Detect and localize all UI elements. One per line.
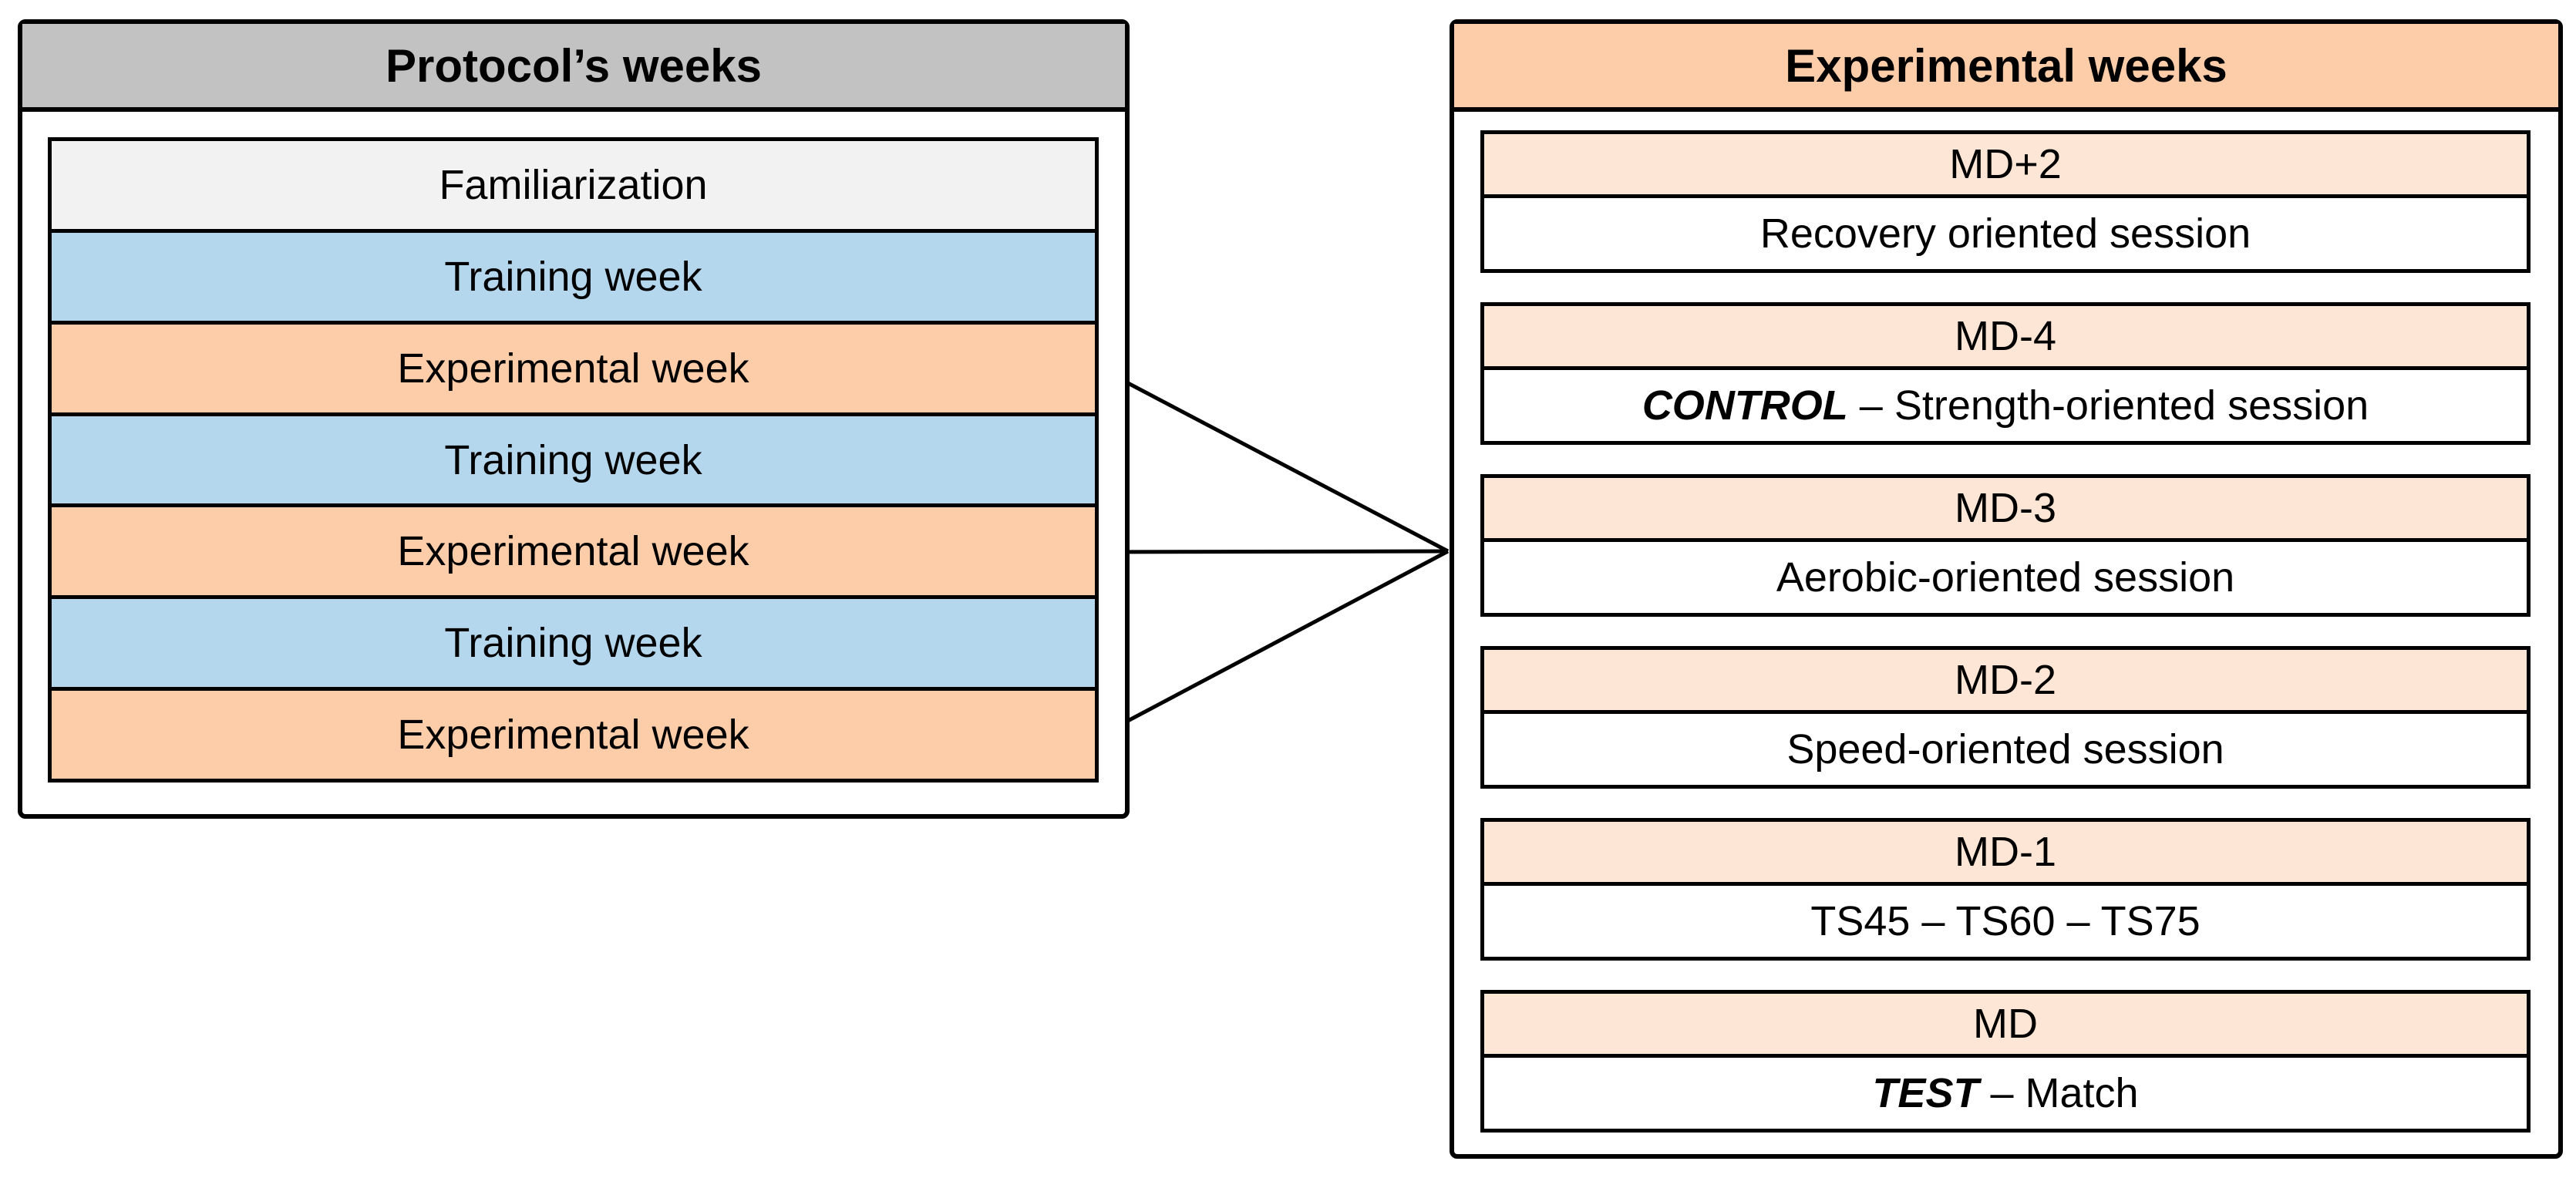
block-day-label: MD bbox=[1484, 994, 2527, 1058]
block-day-label: MD-4 bbox=[1484, 306, 2527, 370]
row-label: Experimental week bbox=[397, 345, 749, 392]
block-md-minus-1: MD-1 TS45 – TS60 – TS75 bbox=[1480, 818, 2531, 961]
session-text: – Strength-oriented session bbox=[1847, 382, 2369, 429]
block-session-label: Recovery oriented session bbox=[1484, 198, 2527, 269]
protocol-weeks-panel: Protocol’s weeks Familiarization Trainin… bbox=[18, 19, 1130, 819]
session-emphasis: CONTROL bbox=[1642, 382, 1848, 429]
session-text: TS45 – TS60 – TS75 bbox=[1810, 898, 2201, 944]
row-training-week-2: Training week bbox=[52, 416, 1095, 508]
block-day-label: MD-2 bbox=[1484, 650, 2527, 714]
block-day-label: MD-3 bbox=[1484, 478, 2527, 542]
block-md-minus-4: MD-4 CONTROL – Strength-oriented session bbox=[1480, 302, 2531, 445]
connector-exp2-line bbox=[1098, 549, 1449, 554]
day-label: MD bbox=[1973, 1001, 2038, 1047]
block-md-minus-2: MD-2 Speed-oriented session bbox=[1480, 646, 2531, 789]
row-training-week-1: Training week bbox=[52, 232, 1095, 325]
block-session-label: TEST – Match bbox=[1484, 1058, 2527, 1129]
session-text: Recovery oriented session bbox=[1759, 210, 2251, 257]
row-label: Experimental week bbox=[397, 528, 749, 575]
day-label: MD-1 bbox=[1955, 829, 2056, 875]
row-label: Experimental week bbox=[397, 712, 749, 759]
match-day-blocks: MD+2 Recovery oriented session MD-4 CONT… bbox=[1480, 130, 2531, 1133]
row-label: Training week bbox=[444, 436, 702, 483]
row-label: Familiarization bbox=[439, 161, 708, 208]
row-label: Training week bbox=[444, 620, 702, 667]
day-label: MD-2 bbox=[1955, 657, 2056, 703]
row-experimental-week-3: Experimental week bbox=[52, 691, 1095, 779]
block-session-label: CONTROL – Strength-oriented session bbox=[1484, 370, 2527, 441]
row-training-week-3: Training week bbox=[52, 599, 1095, 692]
day-label: MD-3 bbox=[1955, 485, 2056, 531]
block-md-plus-2: MD+2 Recovery oriented session bbox=[1480, 130, 2531, 273]
block-md-minus-3: MD-3 Aerobic-oriented session bbox=[1480, 474, 2531, 617]
block-session-label: Speed-oriented session bbox=[1484, 714, 2527, 785]
protocol-weeks-title: Protocol’s weeks bbox=[386, 39, 762, 92]
experimental-weeks-title: Experimental weeks bbox=[1785, 39, 2227, 92]
row-experimental-week-1: Experimental week bbox=[52, 324, 1095, 416]
session-text: – Match bbox=[1978, 1070, 2139, 1116]
row-experimental-week-2: Experimental week bbox=[52, 507, 1095, 600]
block-day-label: MD+2 bbox=[1484, 134, 2527, 198]
row-label: Training week bbox=[444, 253, 702, 300]
protocol-weeks-header: Protocol’s weeks bbox=[22, 24, 1125, 112]
block-session-label: TS45 – TS60 – TS75 bbox=[1484, 886, 2527, 957]
session-emphasis: TEST bbox=[1872, 1070, 1979, 1116]
block-day-label: MD-1 bbox=[1484, 822, 2527, 886]
connector-exp3-line bbox=[1097, 549, 1450, 739]
day-label: MD+2 bbox=[1949, 141, 2062, 187]
row-familiarization: Familiarization bbox=[52, 141, 1095, 233]
experimental-weeks-header: Experimental weeks bbox=[1454, 24, 2558, 112]
experimental-weeks-panel: Experimental weeks MD+2 Recovery oriente… bbox=[1450, 19, 2563, 1159]
block-session-label: Aerobic-oriented session bbox=[1484, 542, 2527, 613]
session-text: Aerobic-oriented session bbox=[1776, 554, 2235, 601]
session-text: Speed-oriented session bbox=[1786, 726, 2224, 772]
protocol-rows: Familiarization Training week Experiment… bbox=[48, 137, 1099, 783]
connector-exp1-line bbox=[1097, 365, 1450, 554]
block-md: MD TEST – Match bbox=[1480, 990, 2531, 1133]
day-label: MD-4 bbox=[1955, 313, 2056, 359]
